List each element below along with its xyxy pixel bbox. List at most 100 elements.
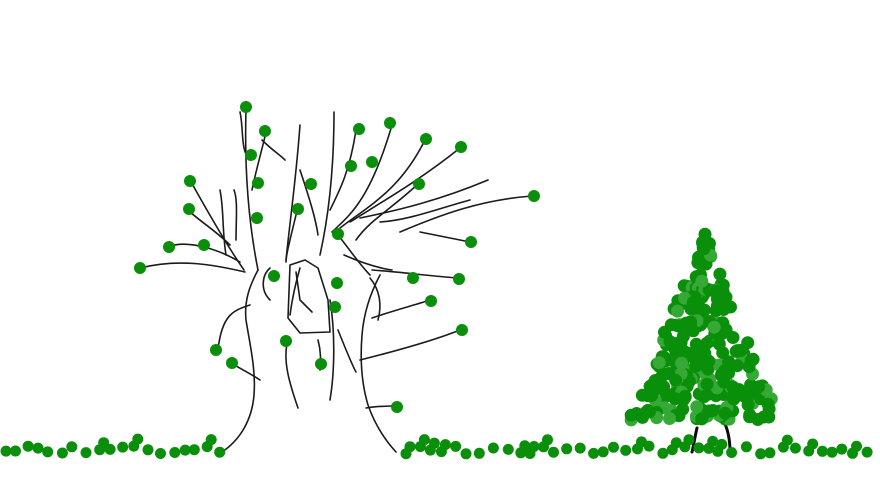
grass-dot	[781, 434, 793, 446]
branch	[355, 183, 419, 241]
grass-dot	[56, 447, 68, 459]
grass-dot	[179, 444, 191, 456]
leaf-dot	[528, 190, 540, 202]
leaf-dot	[353, 123, 365, 135]
branch	[285, 124, 301, 261]
leaf-dot	[455, 141, 467, 153]
grass-dot	[214, 446, 226, 458]
grass-dot	[707, 435, 719, 447]
leaf-dot	[184, 175, 196, 187]
grass-dot	[740, 441, 752, 453]
grass-dot	[473, 447, 485, 459]
leaf-dot	[331, 277, 343, 289]
grass-dot	[502, 443, 514, 455]
leaf-dot	[329, 301, 341, 313]
pine-needle-dot	[671, 319, 685, 333]
grass-dot	[528, 441, 540, 452]
grass-dot	[542, 434, 553, 446]
grass-dot	[418, 434, 430, 446]
branch	[189, 179, 245, 271]
branch	[337, 329, 357, 373]
grass-dot	[643, 440, 655, 452]
grass-dot	[66, 441, 78, 453]
leaf-dot	[465, 236, 477, 248]
grass-dot	[548, 446, 559, 458]
pine-needle-dot	[668, 392, 682, 406]
grass-row	[0, 433, 873, 460]
leaf-dot	[280, 335, 292, 347]
grass-dot	[155, 448, 166, 459]
trunk-right-edge	[360, 274, 397, 453]
pine-needle-dot	[690, 400, 704, 414]
pine-needle-dot	[691, 256, 705, 270]
pine-needle-dot	[743, 410, 757, 424]
branch	[244, 109, 259, 271]
pine-tree	[624, 227, 778, 454]
bare-tree-leaves	[134, 101, 540, 413]
grass-dot	[450, 440, 462, 452]
grass-dot	[851, 440, 862, 452]
pine-needle-dot	[757, 410, 771, 424]
pine-needle-dot	[726, 380, 740, 394]
grass-dot	[22, 440, 34, 452]
pine-needle-dot	[671, 304, 684, 318]
leaf-dot	[210, 344, 222, 356]
pine-needle-dot	[697, 242, 711, 256]
trunk-hollow	[287, 259, 331, 334]
grass-dot	[188, 444, 200, 456]
grass-dot	[519, 440, 531, 452]
pine-needle-dot	[718, 406, 732, 420]
pine-needle-dot	[630, 407, 644, 420]
pine-needle-dot	[712, 337, 726, 351]
branch	[285, 214, 297, 263]
branch	[233, 189, 238, 241]
leaf-dot	[240, 101, 252, 113]
grass-dot	[42, 446, 54, 458]
pine-needle-dot	[689, 359, 703, 373]
pine-needle-dot	[700, 336, 714, 350]
grass-dot	[588, 447, 600, 459]
leaf-dot	[407, 272, 419, 284]
pine-needle-dot	[707, 320, 721, 334]
grass-dot	[726, 447, 738, 458]
grass-dot	[10, 445, 21, 457]
grass-dot	[657, 447, 669, 459]
leaf-dot	[456, 324, 468, 336]
grass-dot	[608, 441, 619, 453]
branch	[359, 179, 489, 219]
branch	[139, 262, 246, 273]
pine-needle-dot	[669, 373, 683, 387]
leaf-dot	[198, 239, 210, 251]
pine-needle-dot	[742, 360, 756, 374]
grass-dot	[104, 443, 116, 455]
pine-needle-dot	[663, 353, 676, 367]
branch	[217, 304, 251, 351]
grass-dot	[683, 434, 695, 446]
leaf-dot	[332, 228, 344, 240]
grass-dot	[80, 447, 92, 459]
branch	[359, 329, 461, 361]
leaf-dot	[134, 262, 146, 274]
trunk-hollow-inner	[295, 271, 313, 313]
pine-needle-dot	[686, 295, 700, 309]
pine-needle-dot	[761, 397, 775, 411]
grass-dot	[693, 442, 705, 454]
pine-needle-dot	[663, 412, 676, 425]
leaf-dot	[268, 270, 280, 282]
grass-dot	[439, 439, 451, 451]
grass-dot	[789, 442, 801, 454]
grass-dot	[428, 437, 440, 449]
leaf-dot	[292, 203, 304, 215]
pine-needle-dot	[702, 354, 716, 368]
leaf-dot	[183, 203, 195, 215]
pine-needle-dot	[726, 331, 740, 344]
branch	[399, 195, 533, 233]
grass-dot	[0, 445, 12, 457]
grass-dot	[755, 448, 767, 460]
leaf-dot	[252, 177, 264, 189]
grass-dot	[620, 444, 632, 456]
branch	[261, 139, 286, 161]
pine-needle-dot	[643, 379, 657, 393]
grass-dot	[816, 445, 828, 457]
branch	[329, 129, 357, 211]
